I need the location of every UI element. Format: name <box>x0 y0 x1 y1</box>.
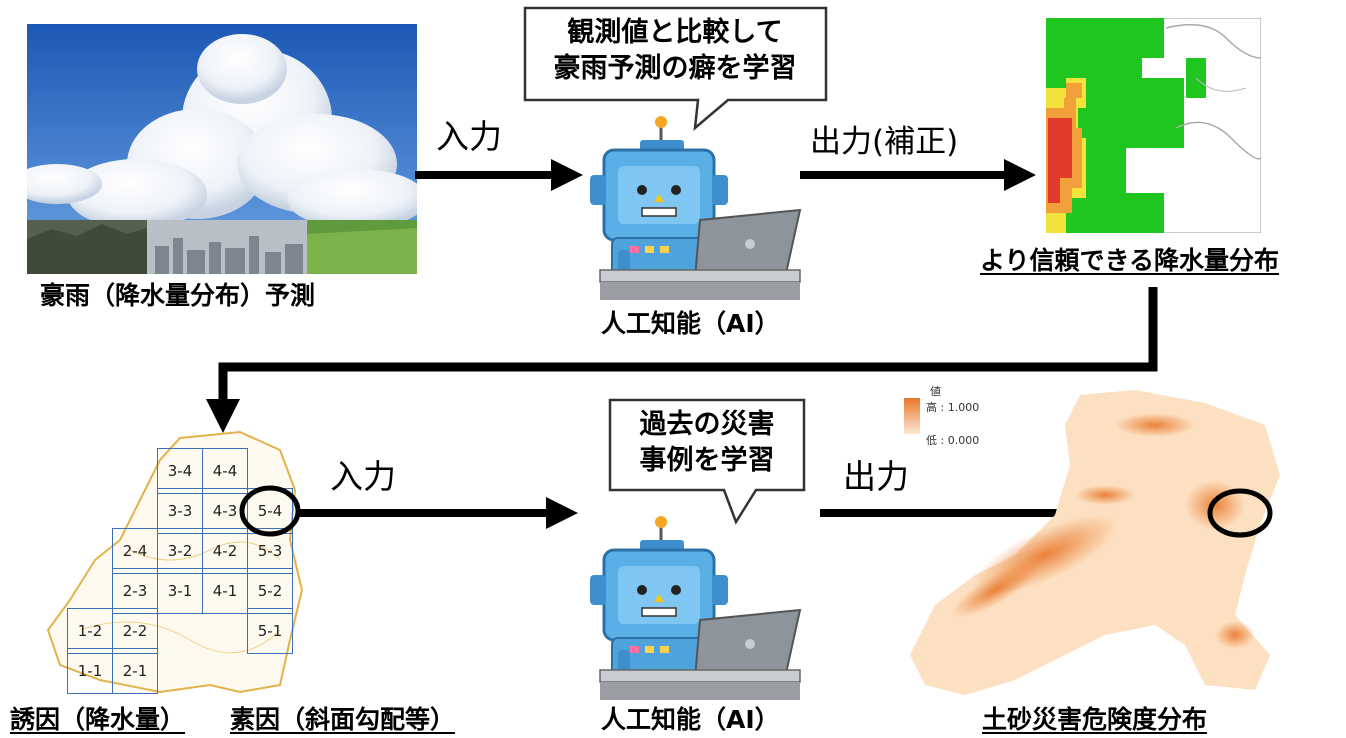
grid-cell: 5-1 <box>247 608 293 654</box>
output-label-top: 出力(補正) <box>810 124 959 160</box>
robot-ai-icon <box>590 116 802 300</box>
bubble-top-line1: 観測値と比較して <box>567 17 783 48</box>
hazard-map <box>910 390 1280 695</box>
result-caption-bottom: 土砂災害危険度分布 <box>982 705 1208 734</box>
source-caption: 豪雨（降水量分布）予測 <box>40 281 316 310</box>
input-label-top: 入力 <box>436 117 502 156</box>
cause-caption: 誘因（降水量） <box>10 705 186 734</box>
grid-cell: 5-3 <box>247 528 293 574</box>
bubble-top-line2: 豪雨予測の癖を学習 <box>553 53 797 84</box>
legend-low: 低 : 0.000 <box>926 434 980 447</box>
output-label-bottom: 出力 <box>843 457 909 496</box>
legend-title: 値 <box>930 385 941 398</box>
legend-color-bar <box>904 398 920 434</box>
bubble-bottom-line1: 過去の災害 <box>639 409 775 440</box>
speech-bubble-top <box>523 6 828 131</box>
cloud-photo <box>27 24 417 274</box>
robot-ai-icon <box>590 516 802 700</box>
ai-caption-top: 人工知能（AI） <box>601 309 780 338</box>
result-caption-top: より信頼できる降水量分布 <box>980 246 1280 275</box>
factor-caption: 素因（斜面勾配等） <box>230 705 456 734</box>
arrow-output-top <box>800 159 1036 191</box>
grid-cell: 4-1 <box>202 568 248 614</box>
grid-cell: 2-2 <box>112 608 158 654</box>
grid-cell: 4-4 <box>202 448 248 494</box>
speech-bubble-bottom <box>608 398 806 525</box>
grid-cell: 5-2 <box>247 568 293 614</box>
connector-arrow <box>206 287 1158 433</box>
input-label-bottom: 入力 <box>330 457 396 496</box>
ai-caption-bottom: 人工知能（AI） <box>601 705 780 734</box>
arrow-input-top <box>415 159 583 191</box>
grid-cell: 1-1 <box>67 648 113 694</box>
grid-cell: 3-1 <box>157 568 203 614</box>
highlight-circle-right <box>1207 488 1273 538</box>
highlight-circle-left <box>239 485 301 537</box>
bubble-bottom-line2: 事例を学習 <box>639 445 775 476</box>
grid-cell: 2-1 <box>112 648 158 694</box>
arrow-input-bottom <box>298 497 578 529</box>
rain-map <box>1046 18 1261 233</box>
legend-high: 高 : 1.000 <box>926 401 980 414</box>
